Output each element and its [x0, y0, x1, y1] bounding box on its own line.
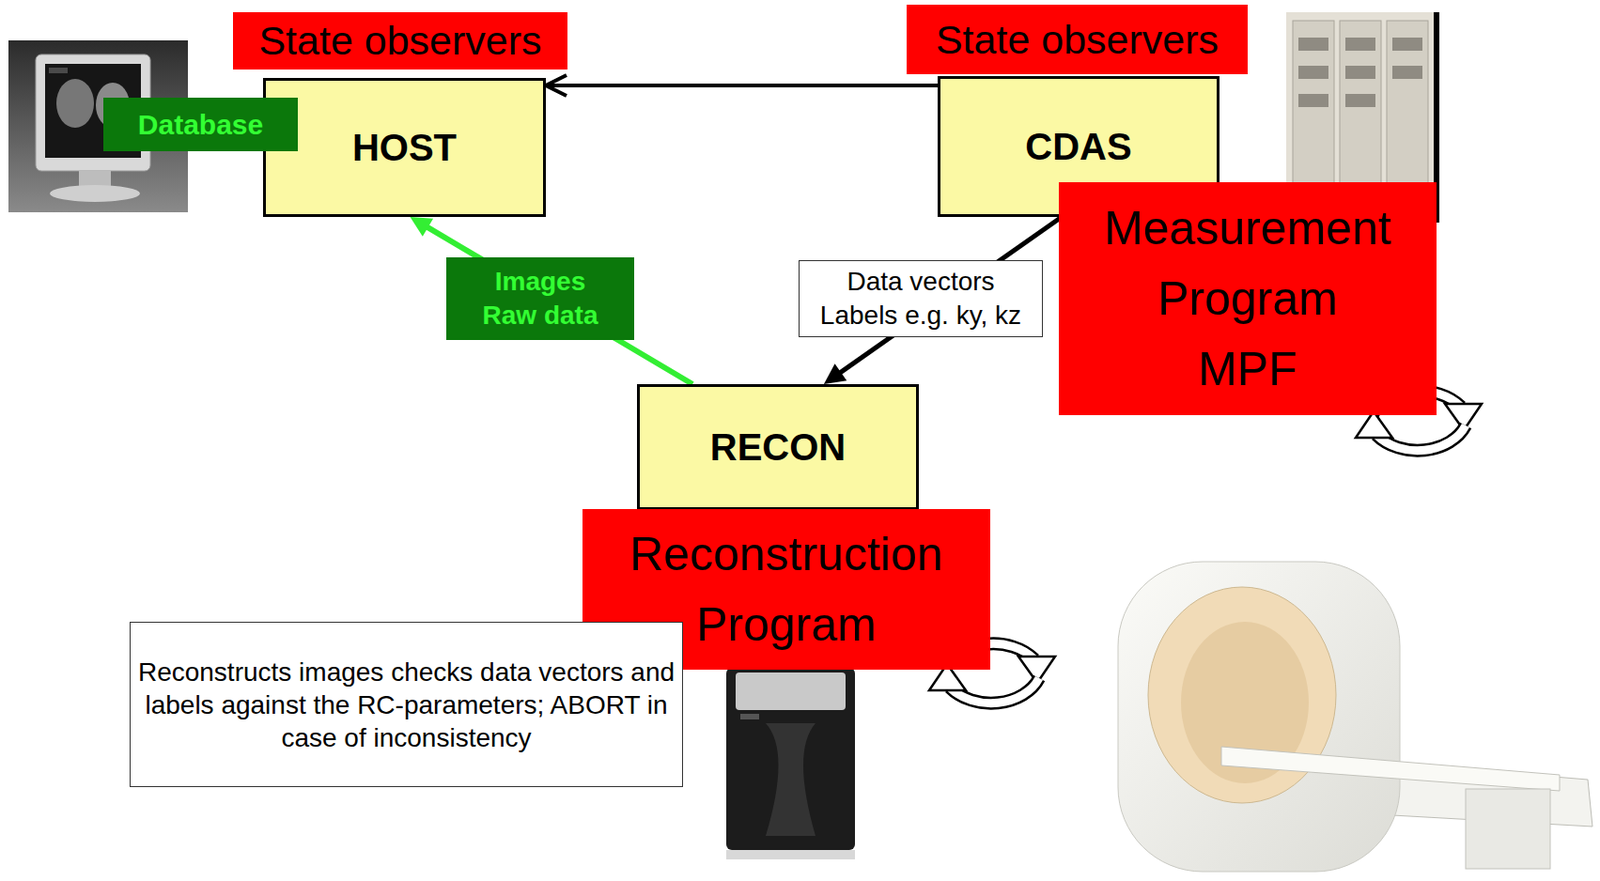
edge-label: Images Raw data — [474, 264, 606, 334]
box-text: HOST — [352, 126, 457, 170]
state-observers-tag: State observers — [233, 12, 568, 70]
pc-tower-picture — [726, 667, 855, 860]
box-text: Database — [138, 108, 264, 141]
connector — [410, 217, 694, 385]
note-box: Reconstructs images checks data vectors … — [129, 621, 684, 788]
box-text: RECON — [710, 426, 846, 469]
program-box: Measurement Program MPF — [1058, 182, 1437, 416]
host-box: HOST — [263, 77, 546, 218]
state-observers-tag: State observers — [906, 4, 1248, 75]
box-text: State observers — [258, 17, 542, 64]
box-text: CDAS — [1025, 125, 1132, 169]
recon-box: RECON — [636, 384, 919, 511]
edge-label-box: Images Raw data — [446, 257, 635, 342]
box-text: Reconstructs images checks data vectors … — [130, 655, 683, 755]
database-tag: Database — [103, 97, 298, 152]
box-text: Measurement Program MPF — [1103, 193, 1392, 405]
connector — [545, 75, 938, 96]
edge-label: Data vectors Labels e.g. ky, kz — [812, 264, 1029, 334]
mri-scanner-picture — [1118, 561, 1593, 872]
box-text: State observers — [935, 16, 1219, 63]
edge-label-box: Data vectors Labels e.g. ky, kz — [798, 260, 1043, 339]
